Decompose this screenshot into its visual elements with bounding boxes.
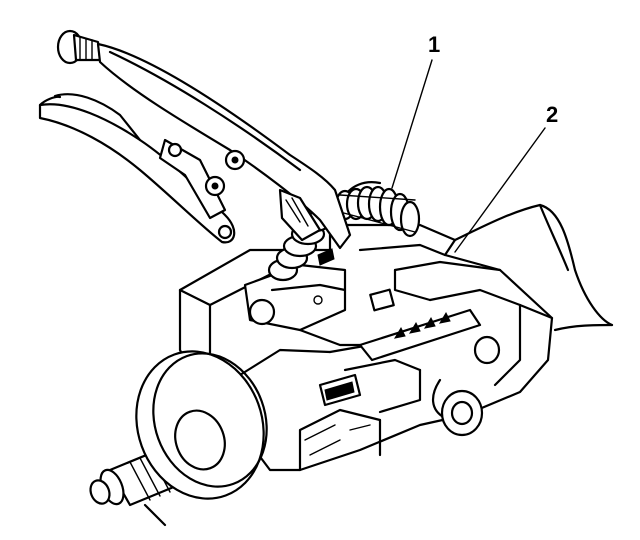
pivot-bosses [440, 335, 501, 437]
front-disc [135, 350, 268, 500]
locking-pliers [38, 29, 352, 250]
rack-gear-sector [243, 263, 362, 347]
lock-actuator-rack [318, 288, 482, 407]
callout-2-label: 2 [546, 102, 558, 127]
callout-1: 1 [391, 32, 440, 189]
jacket-tube [453, 203, 614, 332]
callout-2: 2 [454, 102, 558, 253]
callout-1-label: 1 [428, 32, 440, 57]
coil-spring [334, 181, 421, 238]
